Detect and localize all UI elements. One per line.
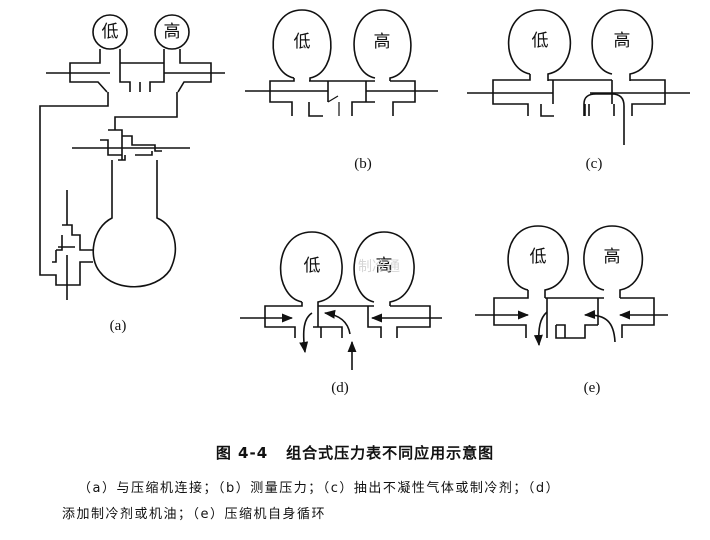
high-hose	[114, 92, 178, 130]
flow-arrow-recirc	[583, 310, 616, 343]
center-port-valve	[327, 95, 340, 116]
low-gauge	[92, 14, 128, 50]
purge-path	[583, 93, 625, 145]
watermark: 制冷通	[358, 259, 400, 275]
high-gauge-label: 高	[164, 22, 181, 42]
low-gauge	[272, 9, 332, 81]
manifold-body	[264, 302, 431, 338]
low-gauge-label: 低	[102, 22, 119, 42]
panel-c-label: (c)	[586, 156, 603, 172]
low-gauge-label: 低	[294, 32, 311, 52]
figure-number: 图 4-4	[215, 444, 269, 462]
low-gauge-label: 低	[304, 256, 321, 276]
low-gauge-label: 低	[532, 31, 549, 51]
panel-c: 低 高 (c)	[467, 9, 690, 172]
high-gauge	[353, 231, 415, 306]
high-gauge-label: 高	[604, 247, 621, 267]
low-gauge	[507, 225, 569, 298]
panel-b-label: (b)	[354, 156, 372, 172]
high-gauge	[353, 9, 412, 81]
low-gauge-label: 低	[530, 247, 547, 267]
figure-title-text: 组合式压力表不同应用示意图	[286, 444, 495, 462]
manifold-body	[493, 290, 655, 339]
flow-arrow-down	[533, 311, 548, 347]
low-hose	[39, 92, 109, 276]
high-gauge	[154, 14, 190, 50]
panel-d: 低 高 制冷通 (d)	[240, 231, 442, 396]
panel-a: 低 高 (a)	[39, 14, 225, 334]
manifold-body	[492, 74, 666, 117]
figure-title: 图 4-4 组合式压力表不同应用示意图	[0, 442, 710, 463]
flow-arrow-down	[299, 312, 313, 354]
low-gauge	[507, 9, 572, 81]
compressor-body	[92, 160, 177, 288]
high-gauge	[591, 9, 654, 81]
panel-d-label: (d)	[331, 380, 349, 396]
manifold-gauge-diagrams: 低 高 (a) 低 高 (b) 低 高 (c)	[39, 9, 690, 396]
panel-e-label: (e)	[584, 380, 601, 396]
figure-caption-line-2: 添加制冷剂或机油；（e）压缩机自身循环	[62, 507, 326, 522]
panel-e: 低 高 (e)	[475, 225, 668, 396]
high-gauge-label: 高	[374, 32, 391, 52]
panel-b: 低 高 (b)	[245, 9, 438, 172]
manifold-body	[69, 49, 212, 93]
suction-valve	[52, 190, 93, 300]
figure-caption-line-1: （a）与压缩机连接；（b）测量压力；（c）抽出不凝性气体或制冷剂；（d）	[78, 481, 561, 496]
low-gauge	[279, 231, 343, 306]
flow-arrow-up	[323, 309, 351, 335]
manifold-body	[269, 78, 416, 117]
high-gauge-label: 高	[376, 256, 393, 276]
discharge-valve	[72, 129, 190, 161]
high-gauge	[583, 225, 644, 298]
high-gauge-label: 高	[614, 31, 631, 51]
panel-a-label: (a)	[110, 318, 127, 334]
